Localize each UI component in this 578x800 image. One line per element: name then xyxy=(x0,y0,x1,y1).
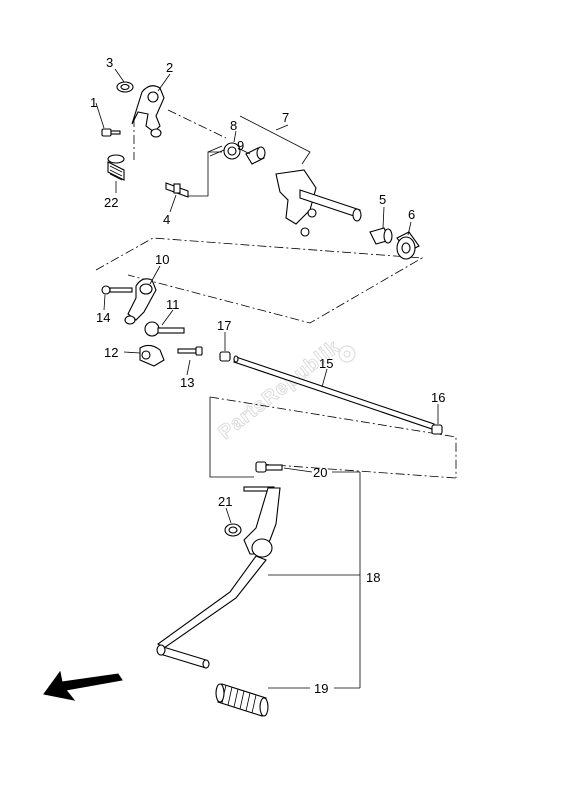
part-bolt-20[interactable] xyxy=(255,461,283,473)
callout-12: 12 xyxy=(104,345,118,360)
callout-17: 17 xyxy=(217,318,231,333)
callout-labels: 1 2 3 4 5 6 7 8 9 10 11 12 13 14 15 16 1… xyxy=(90,55,445,696)
part-collar-5[interactable] xyxy=(369,227,393,245)
callout-14: 14 xyxy=(96,310,110,325)
part-rod-end-11[interactable] xyxy=(144,321,185,337)
callout-18: 18 xyxy=(366,570,380,585)
callout-3: 3 xyxy=(106,55,113,70)
part-washer-3[interactable] xyxy=(116,81,134,93)
part-bolt-1[interactable] xyxy=(101,128,121,137)
part-bolt-14[interactable] xyxy=(101,285,133,295)
arrow-front-left-icon xyxy=(43,670,123,701)
callout-7: 7 xyxy=(282,110,289,125)
callout-1: 1 xyxy=(90,95,97,110)
callout-19: 19 xyxy=(314,681,328,696)
callout-22: 22 xyxy=(104,195,118,210)
part-stud-4[interactable] xyxy=(165,182,189,198)
assembly-frame-lower xyxy=(209,396,457,479)
part-lever-2[interactable] xyxy=(131,85,165,138)
part-oring-21[interactable] xyxy=(224,523,242,537)
callout-11: 11 xyxy=(166,297,180,312)
leader-lines xyxy=(95,68,439,689)
part-spring-22[interactable] xyxy=(107,154,125,181)
assembly-frame-top xyxy=(133,109,311,197)
callout-5: 5 xyxy=(379,192,386,207)
part-collar-9[interactable] xyxy=(245,146,266,165)
callout-10: 10 xyxy=(155,252,169,267)
callout-16: 16 xyxy=(431,390,445,405)
part-shift-pedal-18[interactable] xyxy=(156,486,281,669)
part-pedal-rubber-19[interactable] xyxy=(215,683,269,717)
watermark-gear-icon xyxy=(338,345,356,363)
part-bolt-13[interactable] xyxy=(177,346,203,356)
callout-21: 21 xyxy=(218,494,232,509)
part-lever-10[interactable] xyxy=(124,278,157,325)
assembly-frame-middle xyxy=(95,237,424,324)
callout-15: 15 xyxy=(319,356,333,371)
callout-13: 13 xyxy=(180,375,194,390)
callout-8: 8 xyxy=(230,118,237,133)
callout-9: 9 xyxy=(237,138,244,153)
part-spring-8[interactable] xyxy=(207,142,241,160)
part-nut-16[interactable] xyxy=(431,424,443,435)
callout-2: 2 xyxy=(166,60,173,75)
part-bearing-6[interactable] xyxy=(396,231,420,260)
part-shift-shaft-7[interactable] xyxy=(275,169,362,237)
part-joint-12[interactable] xyxy=(139,344,165,367)
callout-4: 4 xyxy=(163,212,170,227)
callout-6: 6 xyxy=(408,207,415,222)
part-nut-17[interactable] xyxy=(219,351,231,362)
callout-20: 20 xyxy=(313,465,327,480)
